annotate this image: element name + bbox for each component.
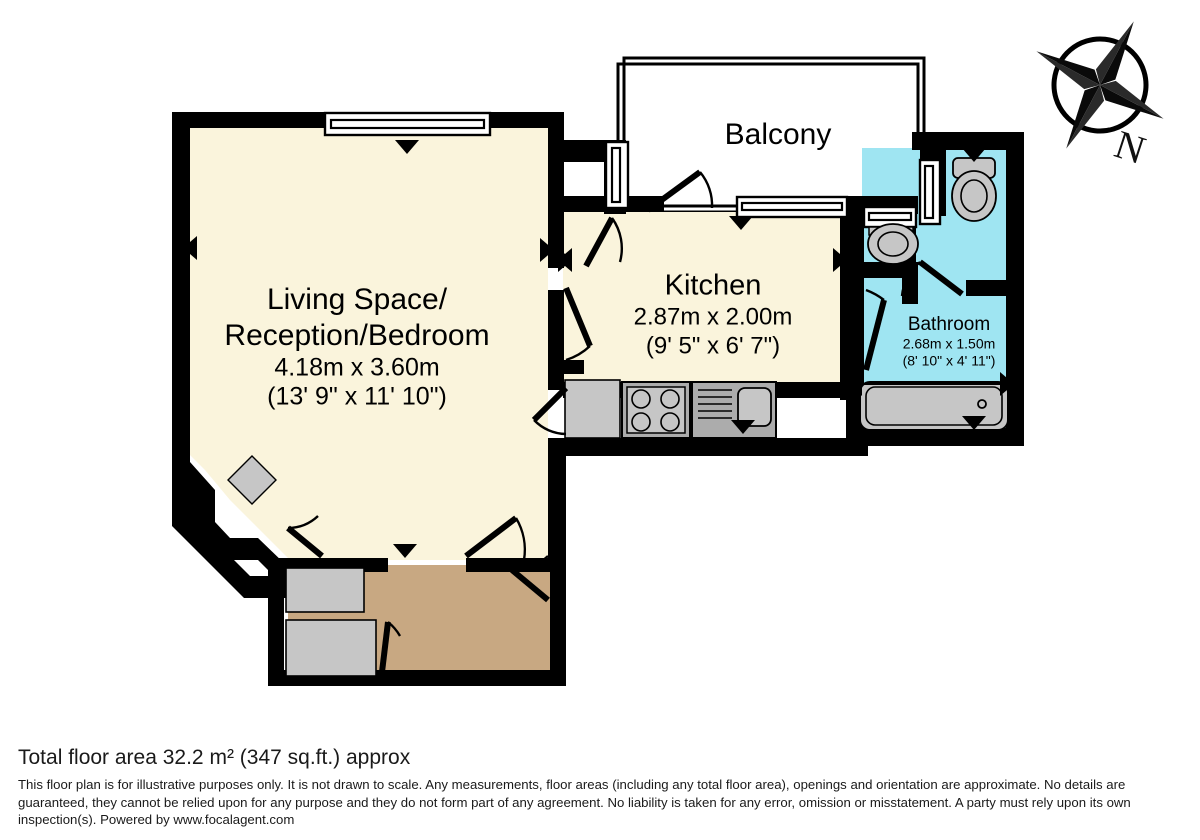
door-arc-wc — [900, 261, 921, 297]
door-arc-kitchen-cab — [533, 419, 567, 436]
dim-arrow-hall-top — [393, 544, 417, 558]
dim-arrow-kitchen-top — [729, 216, 753, 230]
kitchen-floor — [563, 212, 840, 395]
door-arc-kitchen — [565, 345, 591, 362]
door-arc-balcony-left — [611, 217, 623, 263]
dim-arrow-living-top — [395, 140, 419, 154]
door-leaf-cupboard — [379, 621, 391, 673]
compass-rose-icon — [1036, 21, 1164, 149]
wall-living-angled-bay — [172, 440, 286, 588]
disclaimer-line-1: This floor plan is for illustrative purp… — [18, 777, 1126, 810]
door-leaf-hall-right — [464, 515, 518, 559]
living-radiator — [227, 455, 277, 505]
wall-bath-part-1 — [846, 254, 864, 268]
window-kitchen-top — [735, 195, 849, 219]
dim-arrow-living-right — [540, 238, 554, 262]
hall-fixtures — [285, 567, 377, 677]
footer-block: Total floor area 32.2 m² (347 sq.ft.) ap… — [18, 746, 1190, 829]
door-arc-hall-right — [514, 517, 526, 561]
wall-living-angled-bay-2 — [172, 462, 286, 598]
kitchen-cabinet-icon — [564, 379, 621, 439]
door-leaf-balcony-left — [583, 216, 615, 268]
compass-point-s-left — [1066, 85, 1105, 149]
door-leaf-kitchen — [563, 286, 593, 348]
door-leaf-hall-left — [286, 525, 324, 559]
dim-arrow-kitchen-bottom — [731, 420, 755, 434]
kitchen-fixtures — [564, 379, 777, 439]
room-labels: Living Space/ Reception/Bedroom 4.18m x … — [224, 118, 995, 411]
door-arc-bathroom — [865, 288, 885, 301]
bathroom-dim-metric: 2.68m x 1.50m — [903, 336, 996, 352]
disclaimer-text: This floor plan is for illustrative purp… — [18, 776, 1190, 829]
wall-living-left — [172, 112, 190, 462]
wall-kitchen-stub — [548, 360, 584, 374]
wall-living-right-upper — [548, 112, 564, 268]
kitchen-dim-metric: 2.87m x 2.00m — [634, 303, 793, 330]
door-arc-cupboard — [387, 621, 402, 637]
dim-arrow-kitchen-left2 — [558, 248, 572, 272]
dimension-markers — [183, 140, 1014, 558]
door-leaf-kitchen-cab — [531, 385, 569, 423]
wall-living-right-mid — [548, 290, 564, 390]
window-living-top — [323, 111, 492, 137]
disclaimer-line-3: by www.focalagent.com — [155, 812, 295, 828]
dim-arrow-kitchen-right — [833, 248, 847, 272]
compass-point-w-top — [1036, 51, 1100, 90]
window-balcony-left — [604, 140, 630, 210]
total-floor-area-text: Total floor area 32.2 m² (347 sq.ft.) ap… — [18, 746, 411, 769]
bathroom-name: Bathroom — [908, 314, 990, 335]
radiator-icon — [227, 455, 277, 505]
dim-arrow-bath-top — [962, 148, 986, 162]
door-leaf-wc — [918, 259, 964, 297]
balcony-name: Balcony — [725, 118, 832, 151]
window-bathroom-vertical — [918, 158, 942, 226]
bath-drain-icon — [977, 399, 987, 409]
dim-arrow-bath-left — [848, 372, 862, 396]
door-leaf-balcony — [646, 169, 702, 213]
door-arc-hall-left — [287, 515, 319, 530]
dim-arrow-bath-bottom — [962, 416, 986, 430]
compass-point-n-right — [1095, 21, 1134, 85]
living-room-name-line1: Living Space/ — [267, 283, 448, 316]
wall-bath-part-5 — [902, 262, 918, 304]
wall-hall-right — [550, 440, 566, 686]
wall-hall-left — [268, 558, 284, 684]
bathroom-dim-imperial: (8' 10" x 4' 11") — [903, 353, 996, 369]
door-leaf-bathroom — [863, 299, 887, 371]
living-room-floor — [190, 128, 563, 560]
door-leaf-entry — [510, 567, 550, 603]
door-arc-balcony — [699, 171, 714, 209]
window-bathroom-basin — [862, 205, 918, 229]
wall-balcony-pier-left — [562, 140, 612, 162]
dim-arrow-living-left — [183, 236, 197, 260]
kitchen-dim-imperial: (9' 5" x 6' 7") — [646, 332, 780, 359]
kitchen-name: Kitchen — [665, 270, 762, 302]
living-room-dim-imperial: (13' 9" x 11' 10") — [267, 383, 447, 411]
disclaimer-line-2: they cannot be relied upon for any purpo… — [18, 794, 1131, 828]
door-swings — [286, 169, 964, 673]
door-arc-entry — [511, 555, 549, 572]
cupboard-icon-2 — [285, 619, 377, 677]
wall-bath-part-6 — [966, 280, 1024, 296]
living-room-dim-metric: 4.18m x 3.60m — [274, 354, 439, 382]
cupboard-icon-1 — [285, 567, 365, 613]
wall-kitchen-bottom — [548, 438, 868, 456]
wall-bath-top — [912, 132, 1024, 150]
living-room-name-line2: Reception/Bedroom — [224, 319, 489, 352]
wall-bath-bottom — [846, 428, 1024, 446]
compass-point-e-bottom — [1100, 80, 1164, 119]
